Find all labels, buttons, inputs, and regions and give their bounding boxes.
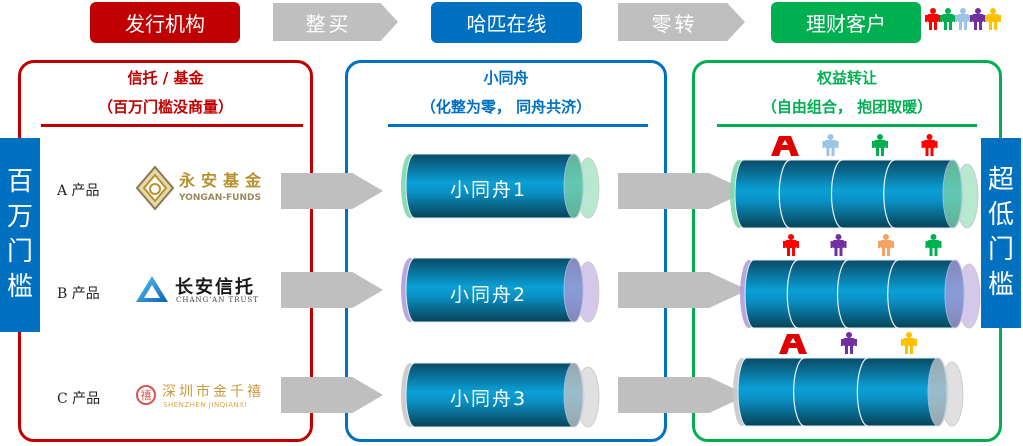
investor-person-icon <box>872 134 888 156</box>
investor-person-icon <box>841 332 857 354</box>
side-char: 百 <box>6 167 33 197</box>
yongan-diamond-icon <box>135 165 175 211</box>
platform-panel: 小同舟 （化整为零， 同舟共济） <box>345 60 667 442</box>
transfer-title: 权益转让 <box>816 69 877 87</box>
product-c-label: C 产品 <box>57 391 101 407</box>
investor-logo-a <box>771 136 799 156</box>
transfer-cylinder <box>730 159 979 229</box>
transfer-subtitle: （自由组合， 抱团取暖） <box>761 98 933 116</box>
platform-subtitle: （化整为零， 同舟共济） <box>420 98 592 116</box>
cylinder-body <box>737 357 948 427</box>
boat-1-label: 小同舟1 <box>450 179 528 201</box>
step-arrow-retail-transfer: 零转 <box>618 3 745 41</box>
cylinder-segment-line <box>830 159 843 229</box>
cylinder-segment-line <box>856 357 869 427</box>
side-char: 槛 <box>987 270 1014 300</box>
side-char: 超 <box>987 165 1014 195</box>
svg-text:禧: 禧 <box>141 389 152 402</box>
cylinder-segment-line <box>887 259 899 329</box>
cylinder-segment-line <box>778 159 791 229</box>
side-char: 低 <box>987 200 1014 230</box>
person-icon <box>970 8 986 30</box>
investor-person-icon <box>901 332 917 354</box>
cylinder-front-cap <box>944 259 966 329</box>
yongan-en: YONGAN-FUNDS <box>179 193 261 203</box>
boat-2-label: 小同舟2 <box>450 284 528 306</box>
investor-logo-a <box>779 334 807 354</box>
platform-divider <box>388 124 648 127</box>
boat-cylinder <box>401 362 600 428</box>
step-customers: 理财客户 <box>771 2 921 43</box>
side-char: 门 <box>987 235 1014 265</box>
cylinder-front-cap <box>563 362 585 428</box>
boat-cylinder <box>401 153 600 219</box>
cylinder-front-cap <box>563 257 585 323</box>
transfer-cylinder <box>740 259 981 329</box>
cylinder-segment-line <box>883 159 895 229</box>
cylinder-segment-line <box>793 357 805 427</box>
investor-person-icon <box>925 234 942 256</box>
yongan-funds-logo: 永安基金 YONGAN-FUNDS <box>135 165 275 213</box>
jinqianxi-logo: 禧 深圳市金千禧 SHENZHEN JINQIANXI <box>135 380 275 416</box>
changan-cn: 长安信托 <box>175 277 255 298</box>
investor-person-icon <box>878 234 894 256</box>
transfer-divider <box>717 124 977 127</box>
ultra-low-threshold-label: 超 低 门 槛 <box>981 138 1021 328</box>
boat-cylinder <box>401 257 600 323</box>
side-char: 门 <box>6 237 33 267</box>
cylinder-segment-line <box>836 259 849 329</box>
jinqianxi-seal-icon: 禧 <box>136 385 156 405</box>
product-b-label: B 产品 <box>57 286 100 302</box>
platform-title: 小同舟 <box>483 69 529 87</box>
issuer-divider <box>41 124 303 127</box>
step-platform: 哈匹在线 <box>431 2 582 43</box>
investor-person-icon <box>830 234 847 256</box>
transfer-cylinder <box>733 357 964 427</box>
cylinder-front-cap <box>563 153 585 219</box>
cylinder-body <box>734 159 963 229</box>
side-char: 万 <box>6 202 33 232</box>
jinqianxi-cn: 深圳市金千禧 <box>162 384 264 400</box>
person-icon <box>985 8 1001 30</box>
changan-triangle-icon <box>136 276 168 302</box>
step-issuer: 发行机构 <box>90 2 240 43</box>
side-char: 槛 <box>6 272 33 302</box>
boat-3-label: 小同舟3 <box>450 388 528 410</box>
cylinder-front-cap <box>927 357 949 427</box>
customers-people-icon <box>925 7 1010 35</box>
investor-person-icon <box>783 234 799 256</box>
product-a-label: A 产品 <box>57 183 100 199</box>
investor-person-icon <box>921 134 938 156</box>
changan-en: CHANG'AN TRUST <box>176 296 259 304</box>
cylinder-body <box>744 259 965 329</box>
cylinder-front-cap <box>942 159 964 229</box>
yongan-cn: 永安基金 <box>179 171 268 190</box>
cylinder-segment-line <box>786 259 799 329</box>
issuer-subtitle: （百万门槛没商量） <box>97 98 233 116</box>
million-threshold-label: 百 万 门 槛 <box>0 138 40 332</box>
step-arrow-bulk-buy: 整买 <box>273 3 398 41</box>
investor-person-icon <box>822 134 839 156</box>
issuer-title: 信托 / 基金 <box>127 69 204 87</box>
jinqianxi-en: SHENZHEN JINQIANXI <box>163 401 248 409</box>
changan-trust-logo: 长安信托 CHANG'AN TRUST <box>135 273 275 309</box>
